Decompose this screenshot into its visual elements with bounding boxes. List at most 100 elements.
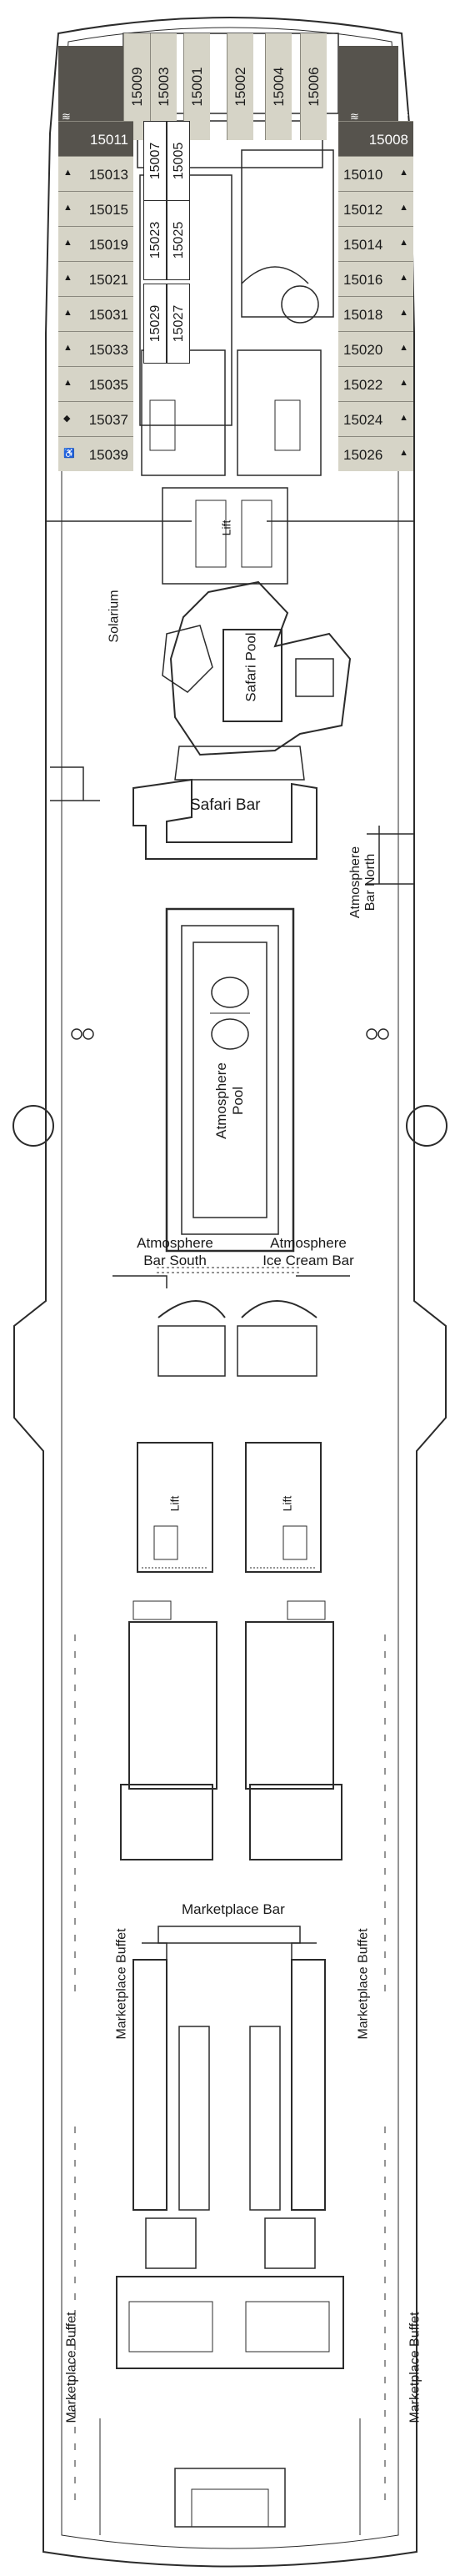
marketplace-buffet-label-2: Marketplace Buffet <box>356 1928 371 2040</box>
marketplace-buffet-label-1: Marketplace Buffet <box>114 1928 129 2040</box>
cabin-15023[interactable]: 15023 <box>143 200 167 280</box>
marketplace-buffet-label-3: Marketplace Buffet <box>64 2312 79 2423</box>
lift-label-starboard: Lift <box>280 1495 294 1512</box>
cabin-15021[interactable]: ▲ 15021 <box>58 261 133 296</box>
atmosphere-pool <box>192 942 268 1218</box>
cabin-number: 15010 <box>343 167 383 183</box>
cabin-number: 15026 <box>343 447 383 463</box>
cabin-15027[interactable]: 15027 <box>167 284 190 364</box>
triangle-icon: ▲ <box>399 238 408 248</box>
cabin-15005[interactable]: 15005 <box>167 121 190 201</box>
atmosphere-ice-cream-label: Atmosphere Ice Cream Bar <box>250 1234 367 1269</box>
marketplace-bar-label: Marketplace Bar <box>182 1901 285 1917</box>
atmosphere-bar-south-line1: Atmosphere <box>137 1235 213 1251</box>
triangle-icon: ▲ <box>63 203 72 213</box>
cabin-15015[interactable]: ▲ 15015 <box>58 191 133 226</box>
cabin-number: 15018 <box>343 307 383 323</box>
cabin-15019[interactable]: ▲ 15019 <box>58 226 133 261</box>
triangle-icon: ▲ <box>63 238 72 248</box>
cabin-number: 15013 <box>88 167 128 183</box>
safari-bar-label: Safari Bar <box>190 796 261 814</box>
cabin-15012[interactable]: 15012▲ <box>338 191 413 226</box>
solarium-label: Solarium <box>107 590 122 643</box>
cabin-15004[interactable]: 15004 <box>265 33 292 140</box>
cabin-number: 15020 <box>343 342 383 358</box>
cabin-15031[interactable]: ▲15031 <box>58 296 133 331</box>
atmosphere-pool-line2: Pool <box>230 1086 246 1116</box>
triangle-icon: ▲ <box>63 273 72 283</box>
suite-block-port <box>58 46 123 121</box>
cabin-15029[interactable]: 15029 <box>143 284 167 364</box>
wave-icon: ≋ <box>350 110 359 123</box>
triangle-icon: ▲ <box>399 343 408 353</box>
atmosphere-bar-south-line2: Bar South <box>143 1253 207 1268</box>
safari-bar-counter <box>132 778 318 860</box>
cabin-number: 15019 <box>88 237 128 253</box>
cabin-number: 15029 <box>148 304 162 343</box>
cabin-15020[interactable]: 15020 ▲ <box>338 331 413 366</box>
cabin-number: 15001 <box>189 67 205 107</box>
cabin-number: 15008 <box>368 132 408 148</box>
atmosphere-pool-outer <box>165 907 295 1253</box>
cabin-15035[interactable]: ▲15035 <box>58 366 133 401</box>
cabin-number: 15007 <box>148 142 162 180</box>
cabin-number: 15033 <box>88 342 128 358</box>
atmosphere-pool-label: Atmosphere Pool <box>213 1059 247 1142</box>
cabin-15018[interactable]: 15018 ▲ <box>338 296 413 331</box>
atmosphere-bar-north-line2: Bar North <box>363 853 378 911</box>
atmosphere-bar-north-label: Atmosphere Bar North <box>348 832 378 932</box>
cabin-number: 15021 <box>88 272 128 288</box>
cabin-number: 15005 <box>172 142 186 180</box>
triangle-icon: ▲ <box>399 413 408 423</box>
triangle-icon: ▲ <box>399 308 408 318</box>
cabin-15024[interactable]: 15024 ▲ <box>338 401 413 436</box>
triangle-icon: ▲ <box>399 378 408 388</box>
cabin-number: 15012 <box>343 202 383 218</box>
cabin-15033[interactable]: ▲ 15033 <box>58 331 133 366</box>
cabin-15039[interactable]: ♿15039 <box>58 436 133 471</box>
atmosphere-ice-cream-line1: Atmosphere <box>270 1235 347 1251</box>
cabin-15026[interactable]: 15026 ▲ <box>338 436 413 471</box>
triangle-icon: ▲ <box>399 168 408 178</box>
cabin-number: 15004 <box>271 67 287 107</box>
atmosphere-ice-cream-line2: Ice Cream Bar <box>262 1253 354 1268</box>
diamond-icon: ◆ <box>63 414 71 424</box>
cabin-number: 15027 <box>172 304 186 343</box>
cabin-number: 15031 <box>88 307 128 323</box>
triangle-icon: ▲ <box>399 448 408 458</box>
cabin-15022[interactable]: 15022▲ <box>338 366 413 401</box>
triangle-icon: ▲ <box>399 273 408 283</box>
lift-label-forward: Lift <box>219 520 233 536</box>
cabin-15010[interactable]: 15010 ▲ <box>338 156 413 191</box>
triangle-icon: ▲ <box>63 168 72 178</box>
cabin-number: 15039 <box>88 447 128 463</box>
cabin-15016[interactable]: 15016 ▲ <box>338 261 413 296</box>
cabin-15007[interactable]: 15007 <box>143 121 167 201</box>
cabin-number: 15015 <box>88 202 128 218</box>
cabin-number: 15006 <box>306 67 322 107</box>
cabin-15014[interactable]: 15014▲ <box>338 226 413 261</box>
cabin-15037[interactable]: ◆ 15037 <box>58 401 133 436</box>
safari-pool-area <box>169 580 352 756</box>
safari-pool <box>222 629 282 722</box>
cabin-number: 15024 <box>343 412 383 428</box>
cabin-number: 15035 <box>88 377 128 393</box>
cabin-number: 15002 <box>232 67 248 107</box>
triangle-icon: ▲ <box>63 343 72 353</box>
cabin-15025[interactable]: 15025 <box>167 200 190 280</box>
cabin-15002[interactable]: 15002 <box>227 33 253 140</box>
cabin-number: 15037 <box>88 412 128 428</box>
inner-hull <box>61 27 399 2549</box>
cabin-number: 15011 <box>89 132 128 148</box>
cabin-15013[interactable]: ▲ 15013 <box>58 156 133 191</box>
suite-block-starboard <box>338 46 398 121</box>
cabin-15008[interactable]: ≋ 6S 15008 <box>338 110 413 156</box>
cabin-15011[interactable]: ≋ 15011 <box>58 110 133 156</box>
cabin-number: 15016 <box>343 272 383 288</box>
lift-label-port: Lift <box>168 1495 182 1512</box>
atmosphere-bar-south-label: Atmosphere Bar South <box>117 1234 233 1269</box>
cabin-15006[interactable]: 15006 <box>300 33 327 140</box>
suite-tag: 6S <box>398 110 408 119</box>
marketplace-buffet-label-4: Marketplace Buffet <box>408 2312 422 2423</box>
cabin-number: 15023 <box>148 221 162 259</box>
